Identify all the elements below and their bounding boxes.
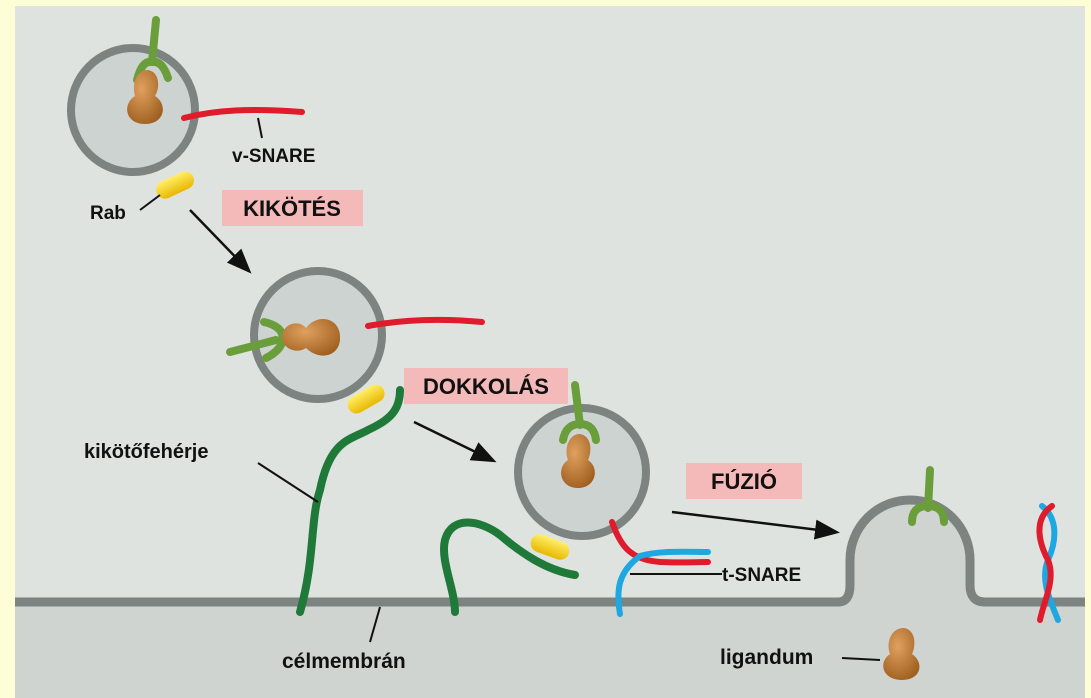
leader-v-snare <box>257 117 263 139</box>
receptor-head <box>133 57 172 84</box>
v-snare-3 <box>609 519 711 566</box>
label-rab: Rab <box>90 203 126 224</box>
label-celmembran: célmembrán <box>282 650 406 673</box>
receptor-stalk <box>571 381 584 429</box>
label-kikotofeherje: kikötőfehérje <box>84 441 208 463</box>
v-snare-1 <box>181 107 305 121</box>
v-snare-2 <box>365 316 485 329</box>
cargo-ligand-released <box>883 628 920 680</box>
tether-protein-2 <box>440 518 579 616</box>
stage-badge-kikotes <box>222 190 363 226</box>
arrow-2 <box>413 420 497 463</box>
target-membrane-region <box>15 500 1085 698</box>
receptor-stalk <box>148 16 160 66</box>
arrow-1 <box>189 209 252 274</box>
stage-label-fuzio: FÚZIÓ <box>711 469 777 494</box>
rab-1 <box>156 171 194 199</box>
t-snare-1 <box>615 548 711 617</box>
vesicle-3 <box>514 381 650 560</box>
receptor-head <box>559 419 600 444</box>
leader-ligandum <box>841 657 881 661</box>
rab-3 <box>530 534 570 560</box>
receptor-stalk <box>924 466 934 512</box>
stage-badge-fuzio <box>686 463 802 499</box>
receptor-stalk <box>226 336 280 356</box>
v-snare-4 <box>1036 503 1055 623</box>
tether-protein-1 <box>296 386 404 616</box>
receptor-head <box>908 501 948 526</box>
leader-rab <box>139 194 161 211</box>
label-t-snare: t-SNARE <box>722 565 801 586</box>
label-ligandum: ligandum <box>720 646 813 669</box>
rab-2 <box>347 384 385 414</box>
vesicle-1 <box>67 16 305 199</box>
leader-kikotofeherje <box>257 462 319 503</box>
stage-badge-dokkolas <box>404 368 568 404</box>
stage-label-dokkolas: DOKKOLÁS <box>423 374 549 399</box>
target-membrane <box>15 495 1085 607</box>
label-v-snare: v-SNARE <box>232 146 315 167</box>
vesicle-2 <box>226 267 485 414</box>
leader-celmembran <box>369 606 381 643</box>
cargo-ligand-3 <box>561 434 595 488</box>
cargo-ligand-2 <box>282 318 341 356</box>
cargo-ligand-1 <box>127 70 163 124</box>
arrow-3 <box>671 510 840 540</box>
stage-label-kikotes: KIKÖTÉS <box>243 196 341 221</box>
